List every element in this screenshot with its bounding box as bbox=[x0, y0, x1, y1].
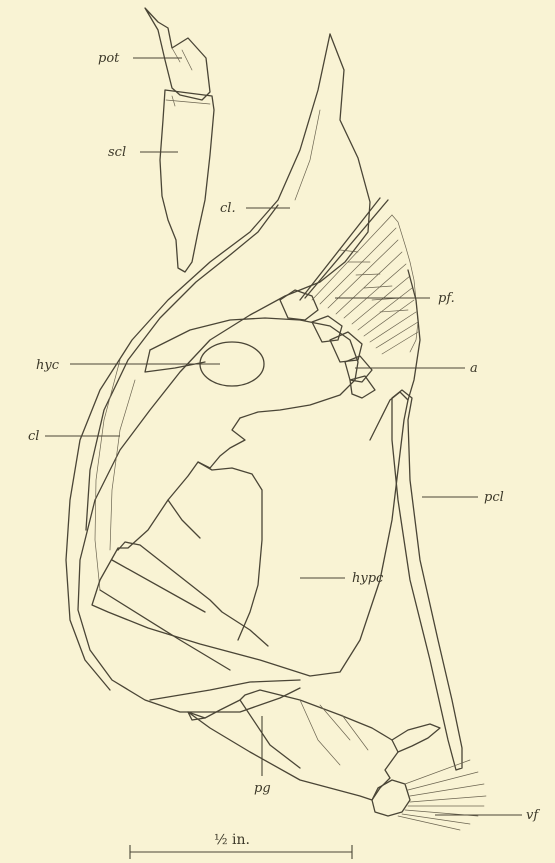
ventral-fin bbox=[372, 760, 486, 830]
label-pg: pg bbox=[254, 781, 271, 796]
label-pcl: pcl bbox=[484, 490, 504, 505]
hypercoracoid-bone bbox=[145, 318, 358, 418]
label-pf: pf. bbox=[438, 291, 455, 306]
label-vf: vf bbox=[526, 808, 540, 823]
leader-lines bbox=[45, 58, 522, 815]
scale-bar-label: ½ in. bbox=[214, 832, 250, 848]
cleithrum-bone bbox=[66, 34, 370, 712]
scale-bar: ½ in. bbox=[130, 832, 352, 859]
label-hypc: hypc bbox=[352, 571, 384, 586]
label-hyc: hyc bbox=[36, 358, 60, 373]
label-scl: scl bbox=[108, 145, 126, 160]
posttemporal-bone bbox=[145, 8, 210, 100]
label-cl-lower: cl bbox=[28, 429, 39, 444]
postcleithrum-bone bbox=[392, 270, 462, 770]
pectoral-fin-rays bbox=[300, 198, 418, 354]
hypocoracoid-bone bbox=[92, 392, 408, 700]
actinosts bbox=[280, 290, 375, 398]
label-cl-upper: cl. bbox=[220, 201, 236, 216]
label-pot: pot bbox=[98, 51, 120, 66]
supracleithrum-bone bbox=[160, 90, 214, 272]
label-a: a bbox=[470, 361, 478, 376]
